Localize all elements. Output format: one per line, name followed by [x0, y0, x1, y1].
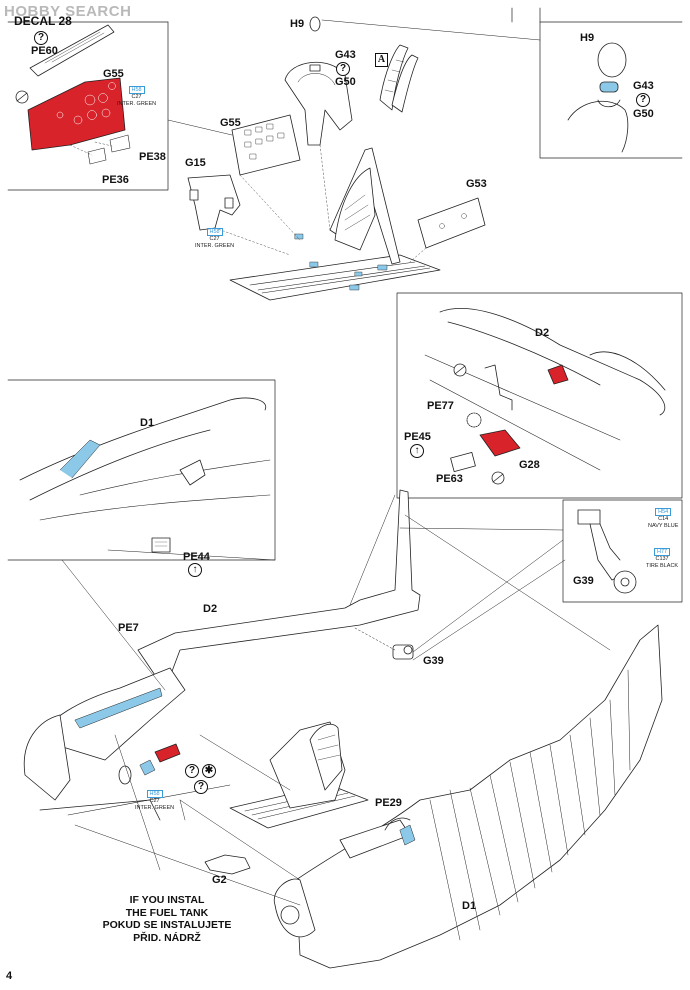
decal-panel-frame	[7, 21, 169, 191]
cockpit-floor-assembly	[187, 114, 486, 301]
label-h9-top: H9	[290, 18, 305, 30]
label-pe29: PE29	[375, 797, 402, 809]
paint-code: H58	[146, 790, 163, 798]
callout-box-a: A	[375, 53, 388, 67]
paint-code: H58	[128, 86, 145, 94]
paint-callout-3: H54 C14 NAVY BLUE	[648, 508, 678, 529]
paint-callout-2: H58 C27 INTER. GREEN	[195, 228, 234, 249]
label-pe60: PE60	[31, 45, 58, 57]
watermark: HOBBY SEARCH	[4, 3, 132, 20]
instrument-panel-exploded	[15, 24, 131, 165]
arrow-up-icon: ↑	[188, 563, 202, 577]
d2-inset-detail	[424, 308, 666, 485]
label-g15: G15	[185, 157, 206, 169]
paint-name: C27	[209, 236, 220, 242]
label-g53: G53	[466, 178, 487, 190]
label-d2-main: D2	[203, 603, 218, 615]
page-number: 4	[6, 970, 13, 982]
label-g39-inset: G39	[573, 575, 594, 587]
h9-inset-frame	[539, 7, 683, 159]
paint-desc: INTER. GREEN	[117, 100, 157, 107]
label-pe7: PE7	[118, 622, 139, 634]
g39-inset-frame	[562, 499, 683, 603]
arrow-up-icon: ↑	[410, 444, 424, 458]
paint-name: C27	[149, 798, 160, 804]
label-decal: DECAL 28	[14, 14, 72, 28]
assembly-lines	[61, 119, 611, 906]
label-d1-inset: D1	[140, 417, 155, 429]
label-pe38: PE38	[139, 151, 166, 163]
paint-desc: INTER. GREEN	[195, 242, 235, 249]
label-g55-a: G55	[103, 68, 124, 80]
panel-frames	[7, 7, 683, 603]
label-h9-inset: H9	[580, 32, 595, 44]
label-pe45: PE45	[404, 431, 431, 443]
tailwheel-inset	[577, 509, 637, 594]
label-g43-inset: G43	[633, 80, 654, 92]
label-g43-top: G43	[335, 49, 356, 61]
label-g55-b: G55	[220, 117, 241, 129]
paint-name: C137	[655, 556, 669, 562]
label-g39-main: G39	[423, 655, 444, 667]
paint-code: H54	[655, 508, 672, 516]
fuselage-d1-main	[273, 624, 663, 969]
star-icon: ✱	[202, 764, 216, 778]
question-icon: ?	[185, 764, 199, 778]
question-icon: ?	[34, 31, 48, 45]
fuel-note-line3: POKUD SE INSTALUJETE	[102, 919, 232, 931]
question-icon: ?	[636, 93, 650, 107]
label-g50-inset: G50	[633, 108, 654, 120]
question-icon: ?	[336, 62, 350, 76]
paint-desc: TIRE BLACK	[646, 562, 679, 569]
paint-desc: INTER. GREEN	[135, 804, 175, 811]
paint-code: H77	[654, 548, 671, 556]
d1-inset-frame	[7, 379, 276, 561]
g39-tailwheel-main	[392, 644, 414, 660]
label-g2: G2	[212, 874, 227, 886]
h9-inset-detail	[567, 42, 629, 153]
fuel-note-line1: IF YOU INSTAL	[129, 894, 205, 906]
fuselage-d2-main	[23, 489, 421, 821]
label-g50-top: G50	[335, 76, 356, 88]
d1-inset-detail	[19, 397, 271, 553]
label-pe77: PE77	[427, 400, 454, 412]
label-pe36: PE36	[102, 174, 129, 186]
d2-inset-frame	[396, 292, 683, 499]
fuel-note-line4: PŘID. NÁDRŽ	[133, 931, 201, 944]
label-pe63: PE63	[436, 473, 463, 485]
paint-name: C14	[658, 516, 669, 522]
harness-belts	[379, 44, 419, 113]
seat-back-part	[284, 16, 541, 146]
paint-callout-4: H77 C137 TIRE BLACK	[646, 548, 678, 569]
label-g28: G28	[519, 459, 540, 471]
label-pe44: PE44	[183, 551, 210, 563]
paint-callout-5: H58 C27 INTER. GREEN	[135, 790, 174, 811]
label-d2-inset: D2	[535, 327, 550, 339]
label-d1-main: D1	[462, 900, 477, 912]
paint-name: C27	[131, 94, 142, 100]
fuel-tank-note: IF YOU INSTAL THE FUEL TANK POKUD SE INS…	[102, 894, 232, 944]
question-icon: ?	[194, 780, 208, 794]
g2-part	[204, 854, 251, 875]
paint-code: H58	[206, 228, 223, 236]
paint-desc: NAVY BLUE	[648, 522, 679, 529]
fuel-note-line2: THE FUEL TANK	[125, 906, 209, 919]
cockpit-assembled-lower	[229, 721, 369, 829]
paint-callout-1: H58 C27 INTER. GREEN	[117, 86, 156, 107]
